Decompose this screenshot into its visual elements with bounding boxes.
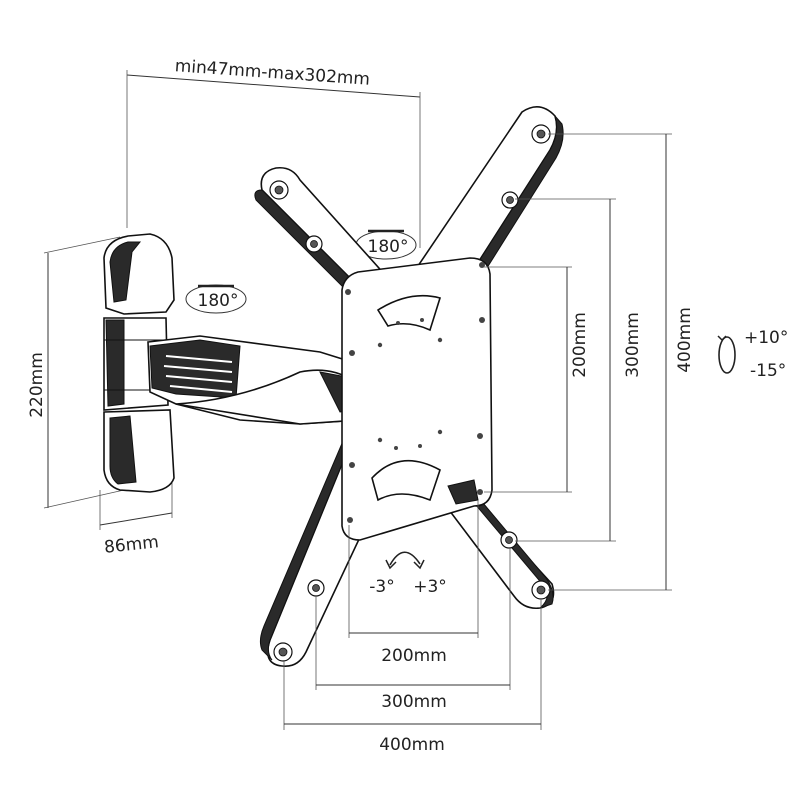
vesa-vertical-300-dimension: 300mm <box>515 198 643 542</box>
mounting-hole-top-right-300 <box>501 191 519 209</box>
head-swivel-label: 180° <box>368 237 409 257</box>
vesa-horizontal-200-label: 200mm <box>381 646 447 666</box>
vesa-vertical-200-dimension: 200mm <box>484 266 590 493</box>
vesa-bracket <box>254 106 564 668</box>
vesa-vertical-400-label: 400mm <box>675 307 695 373</box>
mounting-hole-bottom-left-300 <box>307 579 325 597</box>
vesa-horizontal-400-dimension: 400mm <box>283 600 542 755</box>
rotate-right-arrow-icon <box>413 559 425 570</box>
arm-swivel-label: 180° <box>198 291 239 311</box>
tilt-arrow-icon <box>717 335 727 341</box>
mounting-hole-bottom-right-400 <box>531 580 551 600</box>
mounting-hole-top-right-400 <box>531 124 551 144</box>
vesa-vertical-300-label: 300mm <box>623 312 643 378</box>
tilt-indicator: +10° -15° <box>717 328 788 381</box>
wall-plate-height-dimension: 220mm <box>27 236 125 509</box>
mounting-hole-bottom-left-400 <box>273 642 293 662</box>
arm-extension-label: min47mm-max302mm <box>174 56 370 90</box>
rotate-left-label: -3° <box>369 577 394 597</box>
arm-swivel-indicator: 180° <box>185 284 247 314</box>
vesa-horizontal-400-label: 400mm <box>379 735 445 755</box>
vesa-horizontal-300-dimension: 300mm <box>315 548 511 712</box>
vesa-horizontal-300-label: 300mm <box>381 692 447 712</box>
wall-plate-width-label: 86mm <box>103 532 160 558</box>
rotation-indicator: -3° +3° <box>369 551 447 597</box>
tilt-down-label: -15° <box>750 361 786 381</box>
wall-plate <box>103 233 175 493</box>
mounting-hole-top-left-400 <box>269 180 289 200</box>
vesa-vertical-400-dimension: 400mm <box>548 133 695 591</box>
swivel-arm <box>147 335 361 425</box>
mounting-hole-top-left-300 <box>305 235 323 253</box>
rotate-right-label: +3° <box>413 577 447 597</box>
wall-plate-height-label: 220mm <box>27 352 47 418</box>
rotate-left-arrow-icon <box>385 559 397 570</box>
vesa-vertical-200-label: 200mm <box>570 312 590 378</box>
mounting-hole-bottom-right-300 <box>500 531 518 549</box>
arm-extension-dimension: min47mm-max302mm <box>126 56 421 248</box>
vesa-horizontal-200-dimension: 200mm <box>348 500 479 666</box>
tilt-up-label: +10° <box>744 328 788 348</box>
